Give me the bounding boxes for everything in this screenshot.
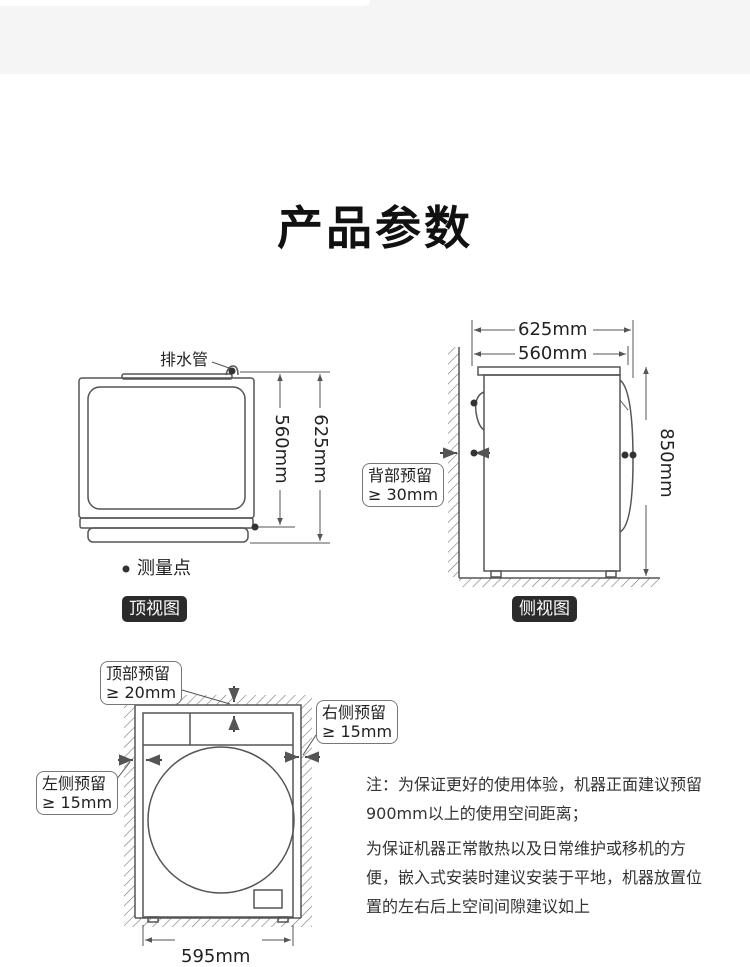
top-view-body <box>78 377 255 519</box>
top-band-bar <box>0 0 370 6</box>
measure-point-dot <box>251 523 259 531</box>
side-dim-top-outer: 625mm <box>518 319 588 340</box>
note-paragraph-1: 注：为保证更好的使用体验，机器正面建议预留900mm以上的使用空间距离； <box>366 775 703 823</box>
front-dim-width: 595mm <box>181 946 251 967</box>
drain-pipe-label: 排水管 <box>160 350 209 369</box>
side-dim-height: 850mm <box>656 428 677 498</box>
left-gap-bubble: 左侧预留 ≥ 15mm <box>36 771 119 815</box>
top-dim-inner: 560mm <box>271 414 292 484</box>
top-gap-line1: 顶部预留 <box>106 664 171 683</box>
page-title: 产品参数 <box>277 201 473 255</box>
right-gap-line1: 右侧预留 <box>322 703 387 722</box>
right-gap-line2: ≥ 15mm <box>322 722 393 741</box>
top-view-door <box>87 386 246 510</box>
top-band <box>0 0 750 74</box>
measure-point-dot <box>621 451 629 459</box>
back-gap-line2: ≥ 30mm <box>368 485 439 504</box>
measure-point-dot <box>470 399 478 407</box>
top-gap-line2: ≥ 20mm <box>106 683 177 702</box>
side-view <box>440 320 660 587</box>
measure-point-dot <box>228 367 236 375</box>
side-dim-top-inner: 560mm <box>518 343 588 364</box>
top-gap-bubble: 顶部预留 ≥ 20mm <box>100 661 183 705</box>
top-dim-outer: 625mm <box>310 414 331 484</box>
side-view-tag: 侧视图 <box>512 596 577 622</box>
left-gap-line2: ≥ 15mm <box>42 793 113 812</box>
left-gap-line1: 左侧预留 <box>42 774 107 793</box>
top-view-tag: 顶视图 <box>122 596 187 622</box>
measure-point-dot <box>470 449 478 457</box>
right-gap-bubble: 右侧预留 ≥ 15mm <box>316 700 399 744</box>
front-view <box>115 686 320 946</box>
back-gap-bubble: 背部预留 ≥ 30mm <box>362 463 445 507</box>
measure-point-legend: 测量点 <box>137 558 191 579</box>
top-view <box>78 361 330 544</box>
back-gap-line1: 背部预留 <box>368 466 433 485</box>
measure-point-dot <box>629 451 637 459</box>
legend-dot <box>122 565 130 573</box>
note-paragraph-2: 为保证机器正常散热以及日常维护或移机的方便，嵌入式安装时建议安装于平地，机器放置… <box>366 839 703 916</box>
